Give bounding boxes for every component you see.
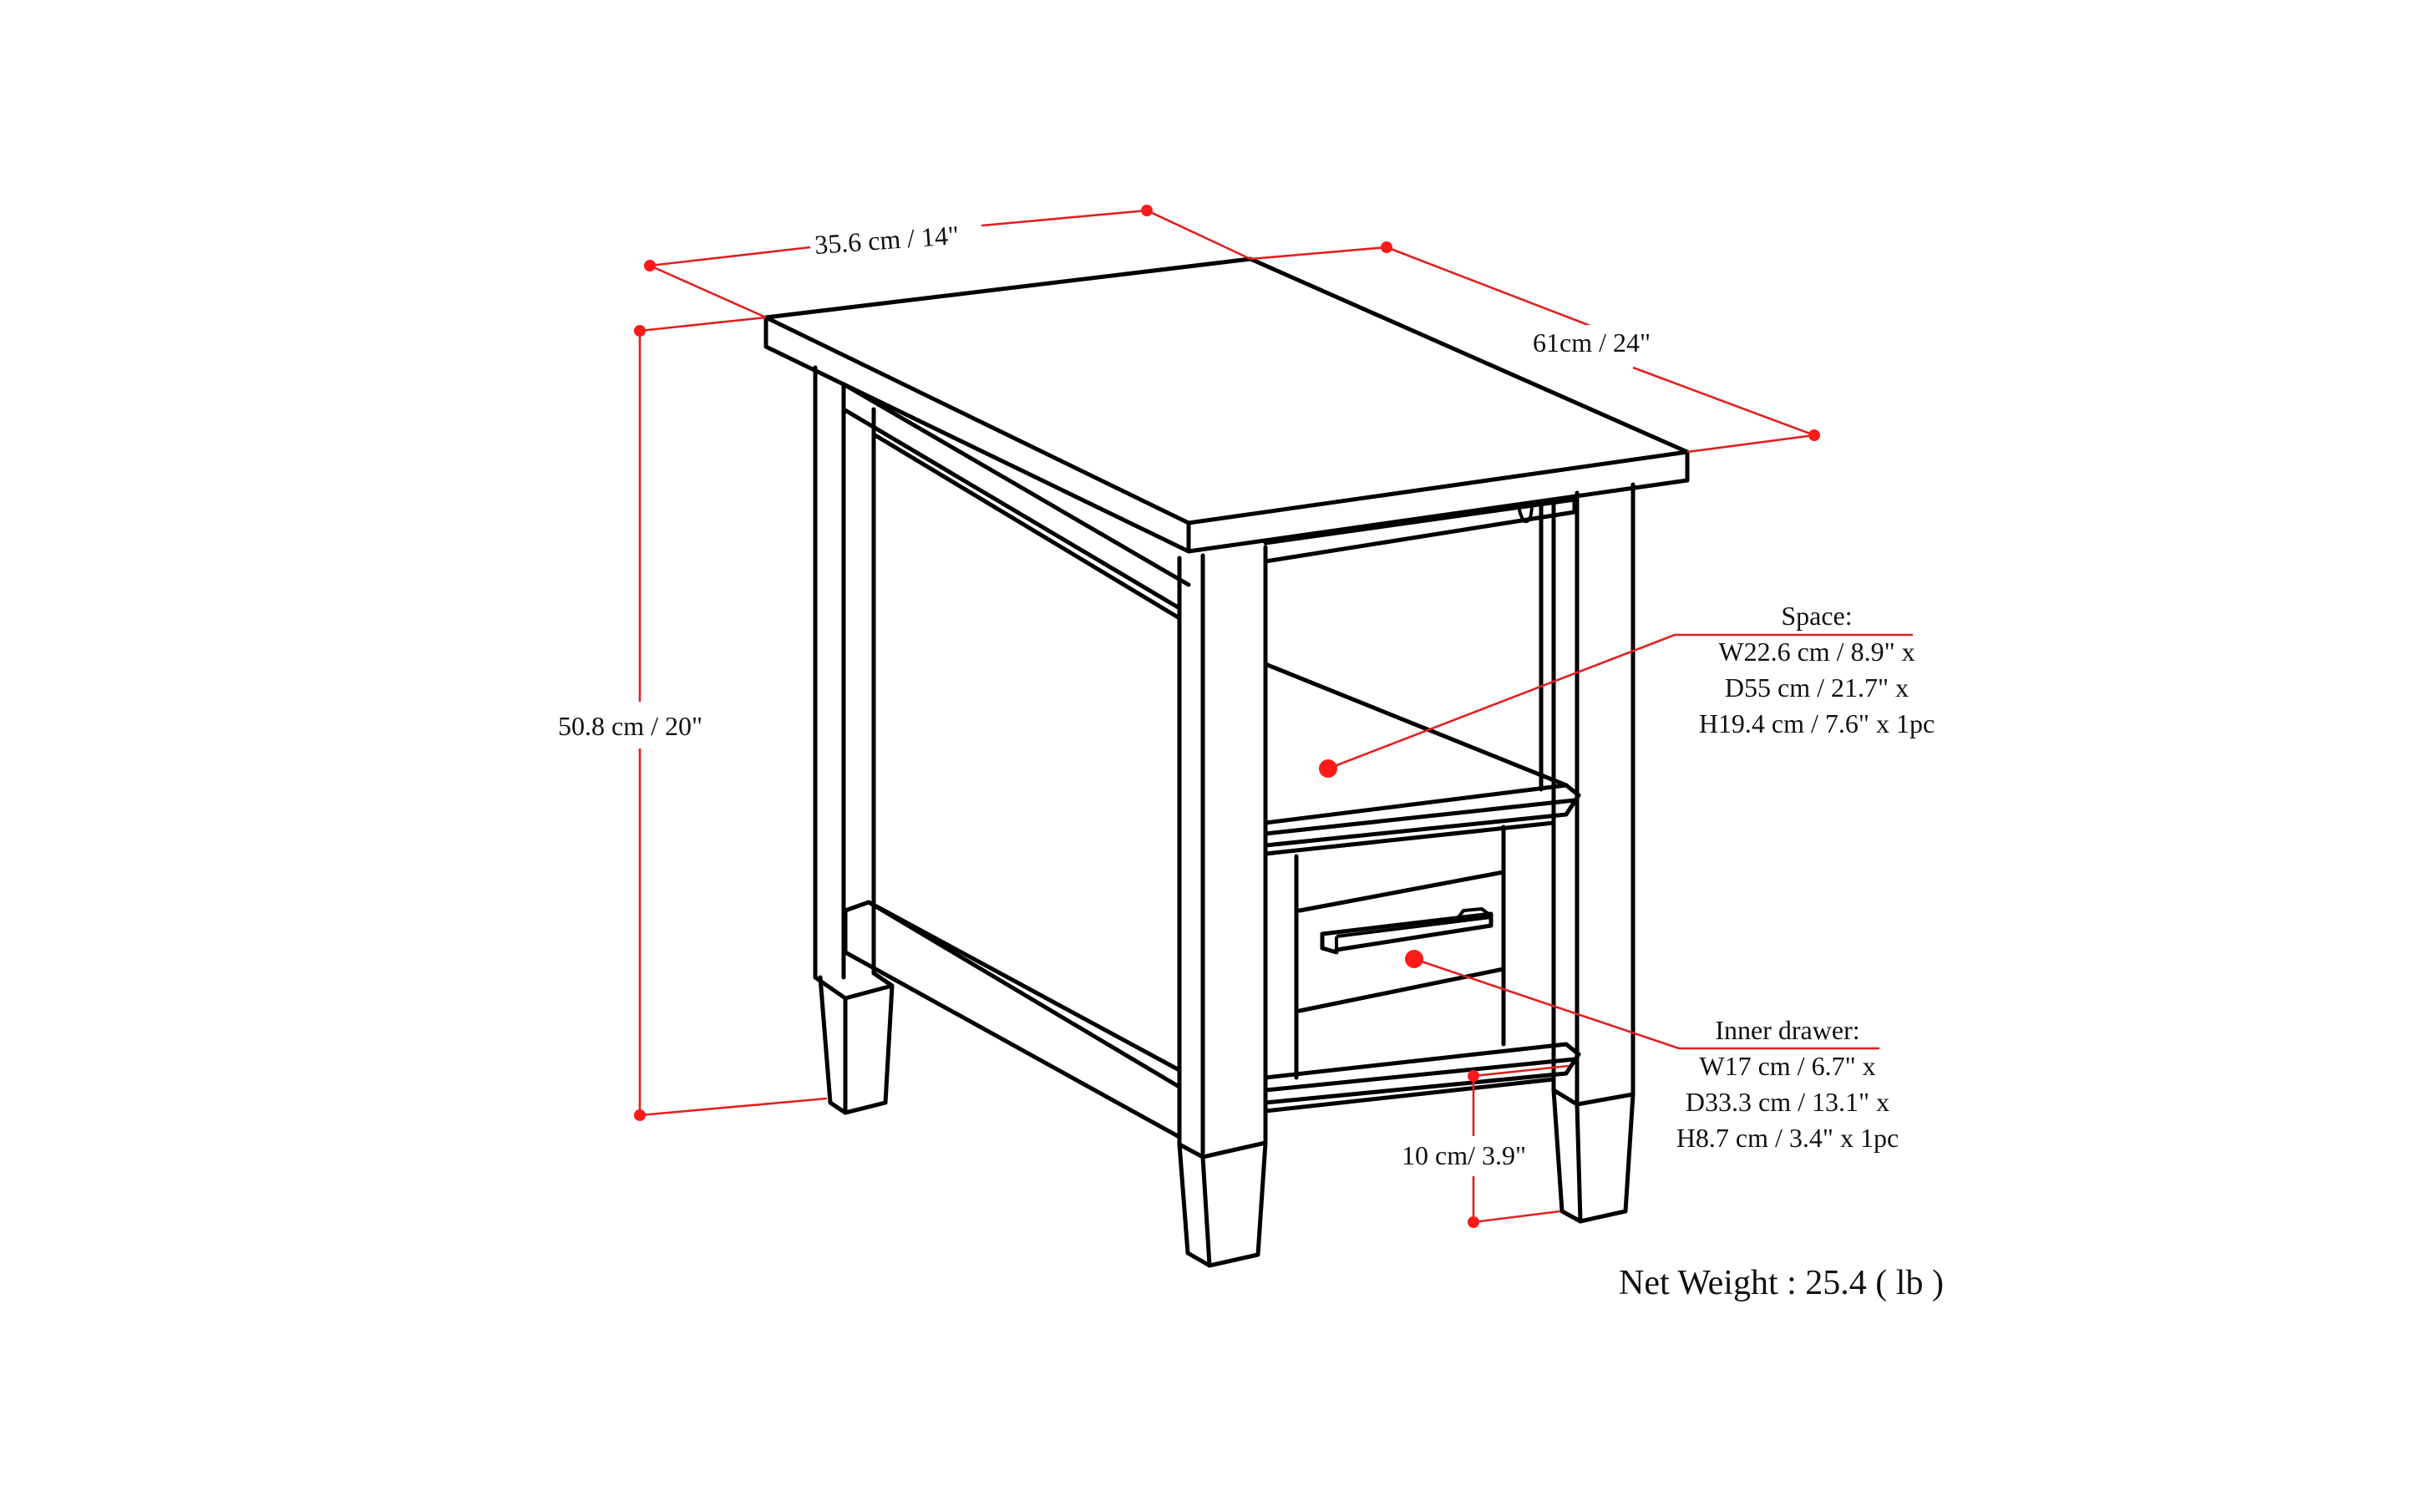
height-dimension-line — [634, 316, 828, 1121]
hanger-hook — [1517, 502, 1534, 524]
inner-drawer-height: H8.7 cm / 3.4" x 1pc — [1676, 1123, 1899, 1153]
inner-drawer-width: W17 cm / 6.7" x — [1699, 1051, 1876, 1081]
drawer-handle — [1320, 906, 1494, 955]
space-width: W22.6 cm / 8.9" x — [1718, 637, 1915, 667]
open-shelf — [1263, 662, 1581, 856]
drawer — [1263, 824, 1581, 1114]
space-callout: Space: W22.6 cm / 8.9" x D55 cm / 21.7" … — [1679, 598, 1955, 742]
front-apron — [1263, 497, 1577, 564]
inner-drawer-title: Inner drawer: — [1715, 1015, 1860, 1045]
depth-dimension-line — [1250, 241, 1820, 454]
back-left-leg — [813, 365, 895, 1115]
net-weight-label: Net Weight : 25.4 ( lb ) — [1619, 1264, 1944, 1302]
space-depth: D55 cm / 21.7" x — [1724, 672, 1909, 703]
space-title: Space: — [1781, 601, 1853, 631]
front-right-leg — [1551, 482, 1636, 1224]
left-side-apron — [841, 382, 1191, 621]
clearance-label: 10 cm/ 3.9" — [1402, 1140, 1527, 1170]
space-height: H19.4 cm / 7.6" x 1pc — [1698, 708, 1935, 738]
left-lower-stretcher — [843, 900, 1180, 1139]
inner-drawer-callout: Inner drawer: W17 cm / 6.7" x D33.3 cm /… — [1650, 1012, 1925, 1156]
table-top — [763, 256, 1690, 554]
space-leader-line — [1319, 633, 1913, 778]
width-dimension-line — [644, 205, 1251, 319]
clearance-dimension-line — [1468, 1064, 1570, 1228]
drawer-leader-line — [1405, 950, 1879, 1050]
height-label: 50.8 cm / 20" — [558, 708, 703, 743]
depth-label: 61cm / 24" — [1533, 325, 1651, 360]
front-left-leg — [1177, 545, 1268, 1268]
inner-drawer-depth: D33.3 cm / 13.1" x — [1685, 1087, 1890, 1117]
